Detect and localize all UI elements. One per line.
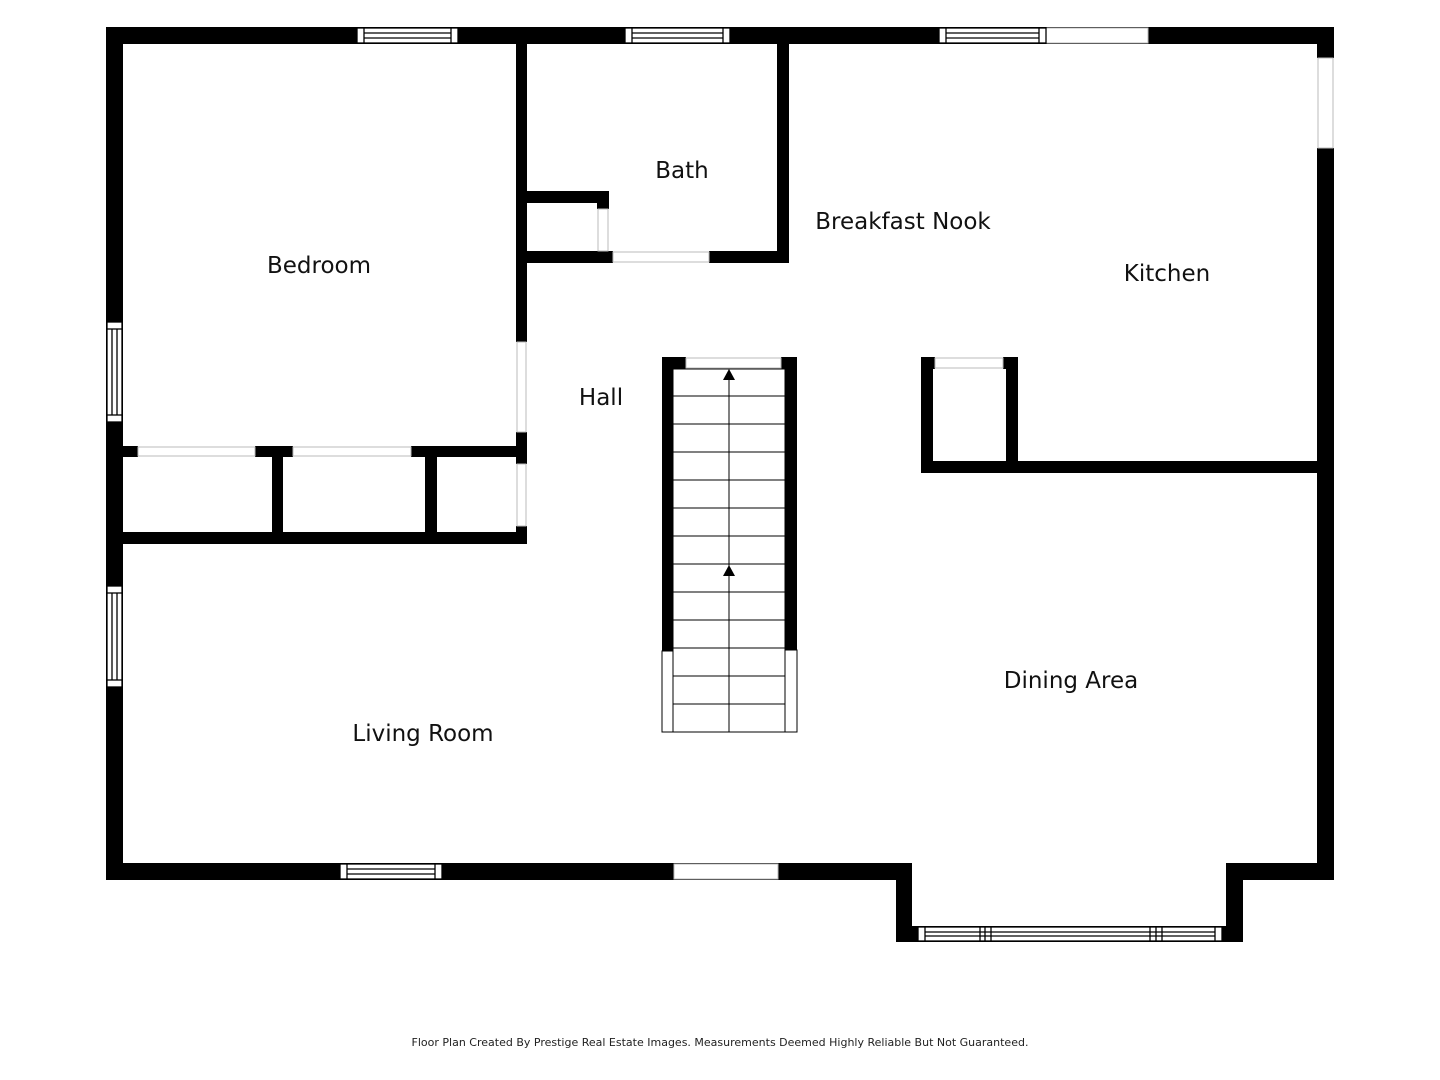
room-label-bedroom: Bedroom: [266, 253, 372, 279]
window-top-2: [624, 27, 731, 44]
opening-closet-b: [292, 446, 412, 457]
arrow-up-icon: [723, 369, 735, 380]
opening-closet-a: [137, 446, 256, 457]
window-left-1: [106, 321, 123, 423]
wall-left: [106, 27, 123, 880]
wall-pantry-left: [921, 357, 933, 473]
opening-bath: [612, 251, 710, 263]
window-top-1: [356, 27, 459, 44]
wall-right-upper: [1317, 27, 1334, 58]
footer-disclaimer: Floor Plan Created By Prestige Real Esta…: [411, 1036, 1029, 1049]
room-label-living-room: Living Room: [352, 721, 494, 747]
stair-arrows: [723, 369, 735, 576]
wall-right: [1317, 148, 1334, 880]
wall-bath-closet-side: [597, 191, 609, 209]
window-bay: [917, 926, 1223, 942]
opening-front: [673, 863, 779, 880]
wall-kitchen-dining: [921, 461, 1334, 473]
opening-closet-right: [516, 463, 527, 527]
wall-closet-div-1: [272, 446, 283, 544]
wall-stairs-top-left: [662, 357, 686, 369]
opening-top-right: [1045, 27, 1149, 44]
wall-stairs-top-right: [781, 357, 797, 369]
opening-stairs-top: [685, 357, 782, 369]
wall-closet-div-2: [425, 446, 437, 544]
wall-bedroom-bottom-a: [123, 446, 138, 457]
room-label-hall: Hall: [578, 385, 624, 411]
wall-bottom-right: [1226, 863, 1334, 880]
wall-bedroom-bottom-c: [411, 446, 527, 457]
room-label-breakfast-nook: Breakfast Nook: [815, 209, 991, 235]
window-top-3: [938, 27, 1047, 44]
wall-bath-bottom-right: [709, 251, 789, 263]
wall-bath-closet-top: [516, 191, 609, 203]
wall-closet-bottom: [106, 532, 527, 544]
wall-stairs-right: [785, 357, 797, 650]
wall-bottom-left: [106, 863, 912, 880]
wall-stairs-left: [662, 357, 673, 651]
window-bottom-1: [339, 863, 443, 880]
wall-pantry-right: [1006, 357, 1018, 473]
staircase: [661, 368, 798, 733]
windows: [106, 27, 1223, 942]
wall-bath-bottom-left: [516, 251, 613, 263]
opening-bedroom: [516, 341, 527, 433]
wall-bay-right: [1226, 863, 1243, 942]
opening-right: [1317, 57, 1334, 149]
walls: [106, 27, 1334, 942]
wall-bath-right: [777, 44, 789, 263]
wall-bay-left: [896, 863, 912, 942]
room-label-dining-area: Dining Area: [1003, 668, 1139, 694]
room-label-kitchen: Kitchen: [1123, 261, 1211, 287]
window-left-2: [106, 585, 123, 688]
opening-pantry: [934, 357, 1004, 369]
room-label-bath: Bath: [655, 158, 709, 184]
wall-pantry-top-left: [921, 357, 935, 369]
arrow-up-icon: [723, 565, 735, 576]
opening-bath-closet: [597, 208, 609, 252]
openings: [137, 27, 1334, 880]
